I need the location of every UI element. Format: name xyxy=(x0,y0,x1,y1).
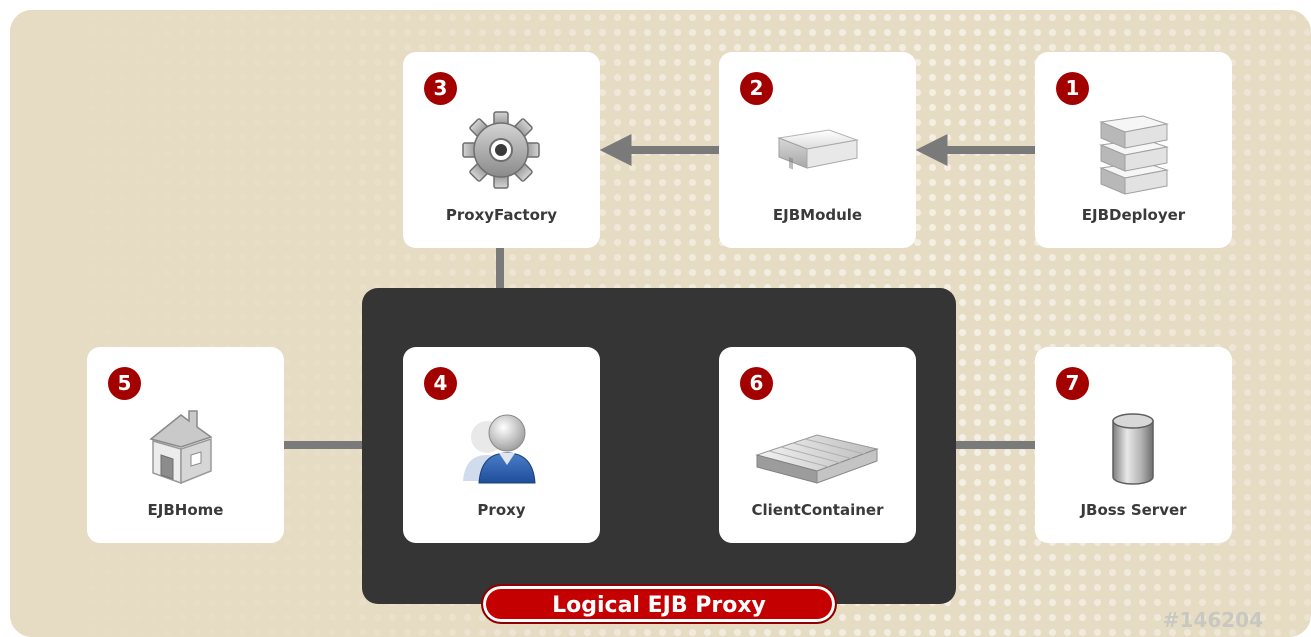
step-badge: 6 xyxy=(740,367,773,400)
step-badge: 3 xyxy=(424,72,457,105)
node-label: EJBModule xyxy=(772,206,863,224)
step-badge: 7 xyxy=(1056,367,1089,400)
node-label: ClientContainer xyxy=(751,501,884,519)
node-jbossserver[interactable]: 7 JBoss Server xyxy=(1035,347,1232,543)
node-label: EJBDeployer xyxy=(1081,206,1186,224)
house-icon xyxy=(135,397,235,497)
node-label: JBoss Server xyxy=(1080,501,1187,519)
step-badge: 4 xyxy=(424,367,457,400)
logical-ejb-proxy-label: Logical EJB Proxy xyxy=(481,584,837,624)
rack-unit-icon xyxy=(747,397,887,497)
figure-id: #146204 xyxy=(1162,608,1263,632)
node-ejbmodule[interactable]: 2 EJBModule xyxy=(719,52,916,248)
node-proxyfactory[interactable]: 3 xyxy=(403,52,600,248)
step-badge: 5 xyxy=(108,367,141,400)
node-clientcontainer[interactable]: 6 ClientContainer xyxy=(719,347,916,543)
database-icon xyxy=(1083,397,1183,497)
node-label: Proxy xyxy=(477,501,526,519)
step-badge: 2 xyxy=(740,72,773,105)
node-proxy[interactable]: 4 Proxy xyxy=(403,347,600,543)
users-icon xyxy=(451,397,551,497)
server-unit-icon xyxy=(767,102,867,202)
step-badge: 1 xyxy=(1056,72,1089,105)
node-label: EJBHome xyxy=(147,501,224,519)
server-stack-icon xyxy=(1083,102,1183,202)
gear-icon xyxy=(451,102,551,202)
node-ejbhome[interactable]: 5 EJBHome xyxy=(87,347,284,543)
node-label: ProxyFactory xyxy=(445,206,558,224)
node-ejbdeployer[interactable]: 1 EJBDeployer xyxy=(1035,52,1232,248)
